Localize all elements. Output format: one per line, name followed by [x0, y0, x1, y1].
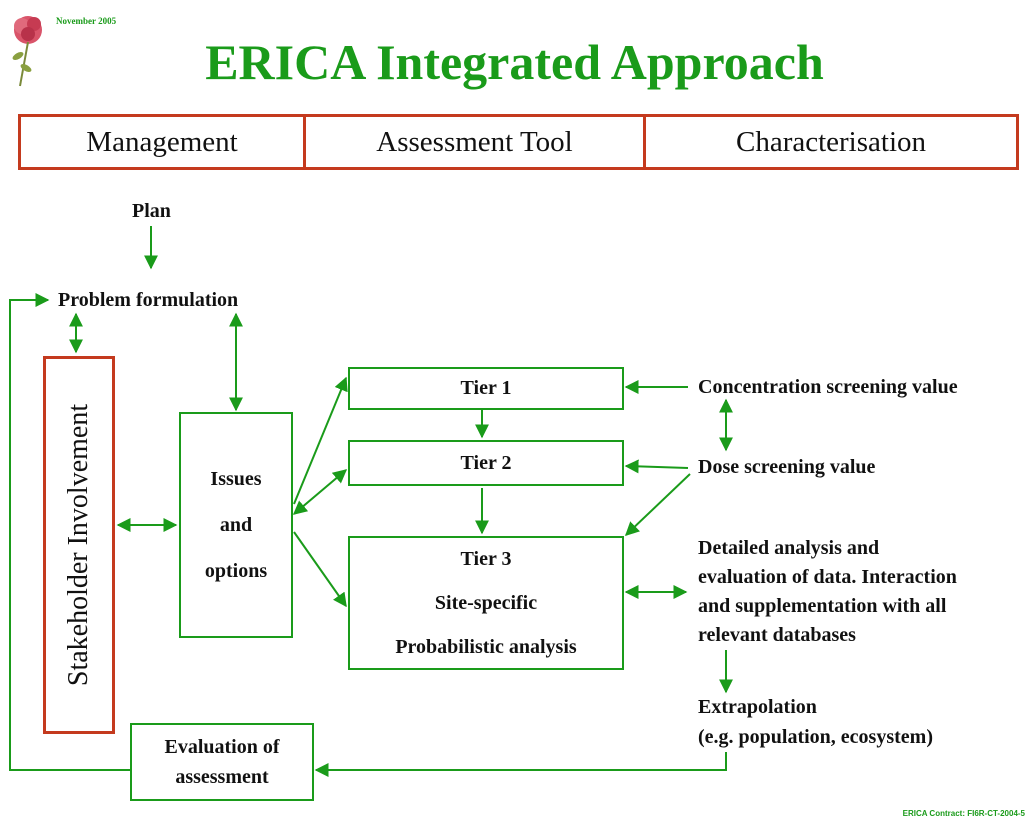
dose-screening-label: Dose screening value [698, 456, 876, 478]
detailed-analysis-block: Detailed analysis and evaluation of data… [698, 534, 957, 650]
arrow-evaluation-problem-loop [9, 293, 130, 771]
issues-line-2: and [219, 514, 253, 536]
extrapolation-block: Extrapolation (e.g. population, ecosyste… [698, 692, 933, 752]
evaluation-box: Evaluation of assessment [130, 723, 314, 801]
extrapolation-line-1: Extrapolation [698, 696, 817, 718]
arrow-issues-tier3 [293, 531, 347, 608]
tier1-box: Tier 1 [348, 367, 624, 410]
concentration-screening-label: Concentration screening value [698, 376, 958, 398]
tier3-probabilistic-label: Probabilistic analysis [395, 636, 577, 658]
stakeholder-involvement-box: Stakeholder Involvement [43, 356, 115, 734]
issues-line-3: options [204, 560, 268, 582]
date-label: November 2005 [56, 16, 117, 26]
tier1-label: Tier 1 [460, 377, 512, 399]
extrapolation-line-2: (e.g. population, ecosystem) [698, 726, 933, 748]
arrow-issues-tier2 [292, 469, 348, 515]
arrow-dose-tier3 [624, 473, 691, 536]
stakeholder-involvement-label: Stakeholder Involvement [63, 403, 94, 687]
tier3-label: Tier 3 [460, 548, 512, 570]
detailed-line-1: Detailed analysis and [698, 537, 880, 559]
detailed-line-2: evaluation of data. Interaction [698, 566, 957, 588]
page-title: ERICA Integrated Approach [205, 34, 824, 90]
phase-assessment-tool: Assessment Tool [303, 117, 643, 167]
arrow-dose-tier2 [624, 459, 689, 474]
detailed-line-3: and supplementation with all [698, 595, 947, 617]
tier3-site-specific-label: Site-specific [434, 592, 538, 614]
rose-logo-icon [12, 16, 42, 87]
evaluation-line-2: assessment [175, 766, 269, 788]
problem-formulation-label: Problem formulation [58, 289, 239, 311]
tier2-label: Tier 2 [460, 451, 512, 474]
arrow-extrapolation-evaluation [314, 752, 727, 777]
detailed-line-4: relevant databases [698, 624, 856, 646]
evaluation-line-1: Evaluation of [164, 736, 280, 758]
issues-line-1: Issues [210, 468, 262, 490]
issues-options-box: Issues and options [179, 412, 293, 638]
contract-footer: ERICA Contract: FI6R-CT-2004-5 [902, 809, 1025, 818]
arrow-issues-tier1 [293, 376, 348, 505]
plan-label: Plan [132, 200, 171, 222]
phase-bar: Management Assessment Tool Characterisat… [18, 114, 1019, 170]
tier2-box: Tier 2 [348, 440, 624, 486]
phase-characterisation: Characterisation [643, 117, 1016, 167]
phase-management: Management [86, 125, 238, 158]
tier3-box: Tier 3 Site-specific Probabilistic analy… [348, 536, 624, 670]
